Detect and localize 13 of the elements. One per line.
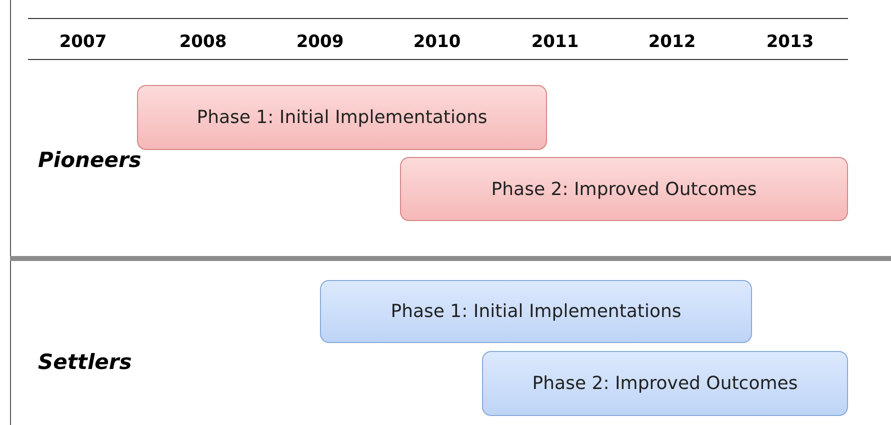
year-label: 2007 [59, 32, 107, 52]
group-label: Pioneers [38, 148, 142, 172]
phase-bar: Phase 2: Improved Outcomes [482, 351, 848, 416]
year-label: 2008 [179, 32, 227, 52]
phase-bar: Phase 1: Initial Implementations [320, 280, 752, 343]
phase-bar: Phase 2: Improved Outcomes [400, 157, 848, 221]
year-label: 2011 [531, 32, 579, 52]
year-label: 2013 [766, 32, 814, 52]
year-label: 2010 [413, 32, 461, 52]
year-label: 2012 [648, 32, 696, 52]
phase-bar: Phase 1: Initial Implementations [137, 85, 547, 150]
year-label: 2009 [296, 32, 344, 52]
group-label: Settlers [38, 350, 132, 374]
